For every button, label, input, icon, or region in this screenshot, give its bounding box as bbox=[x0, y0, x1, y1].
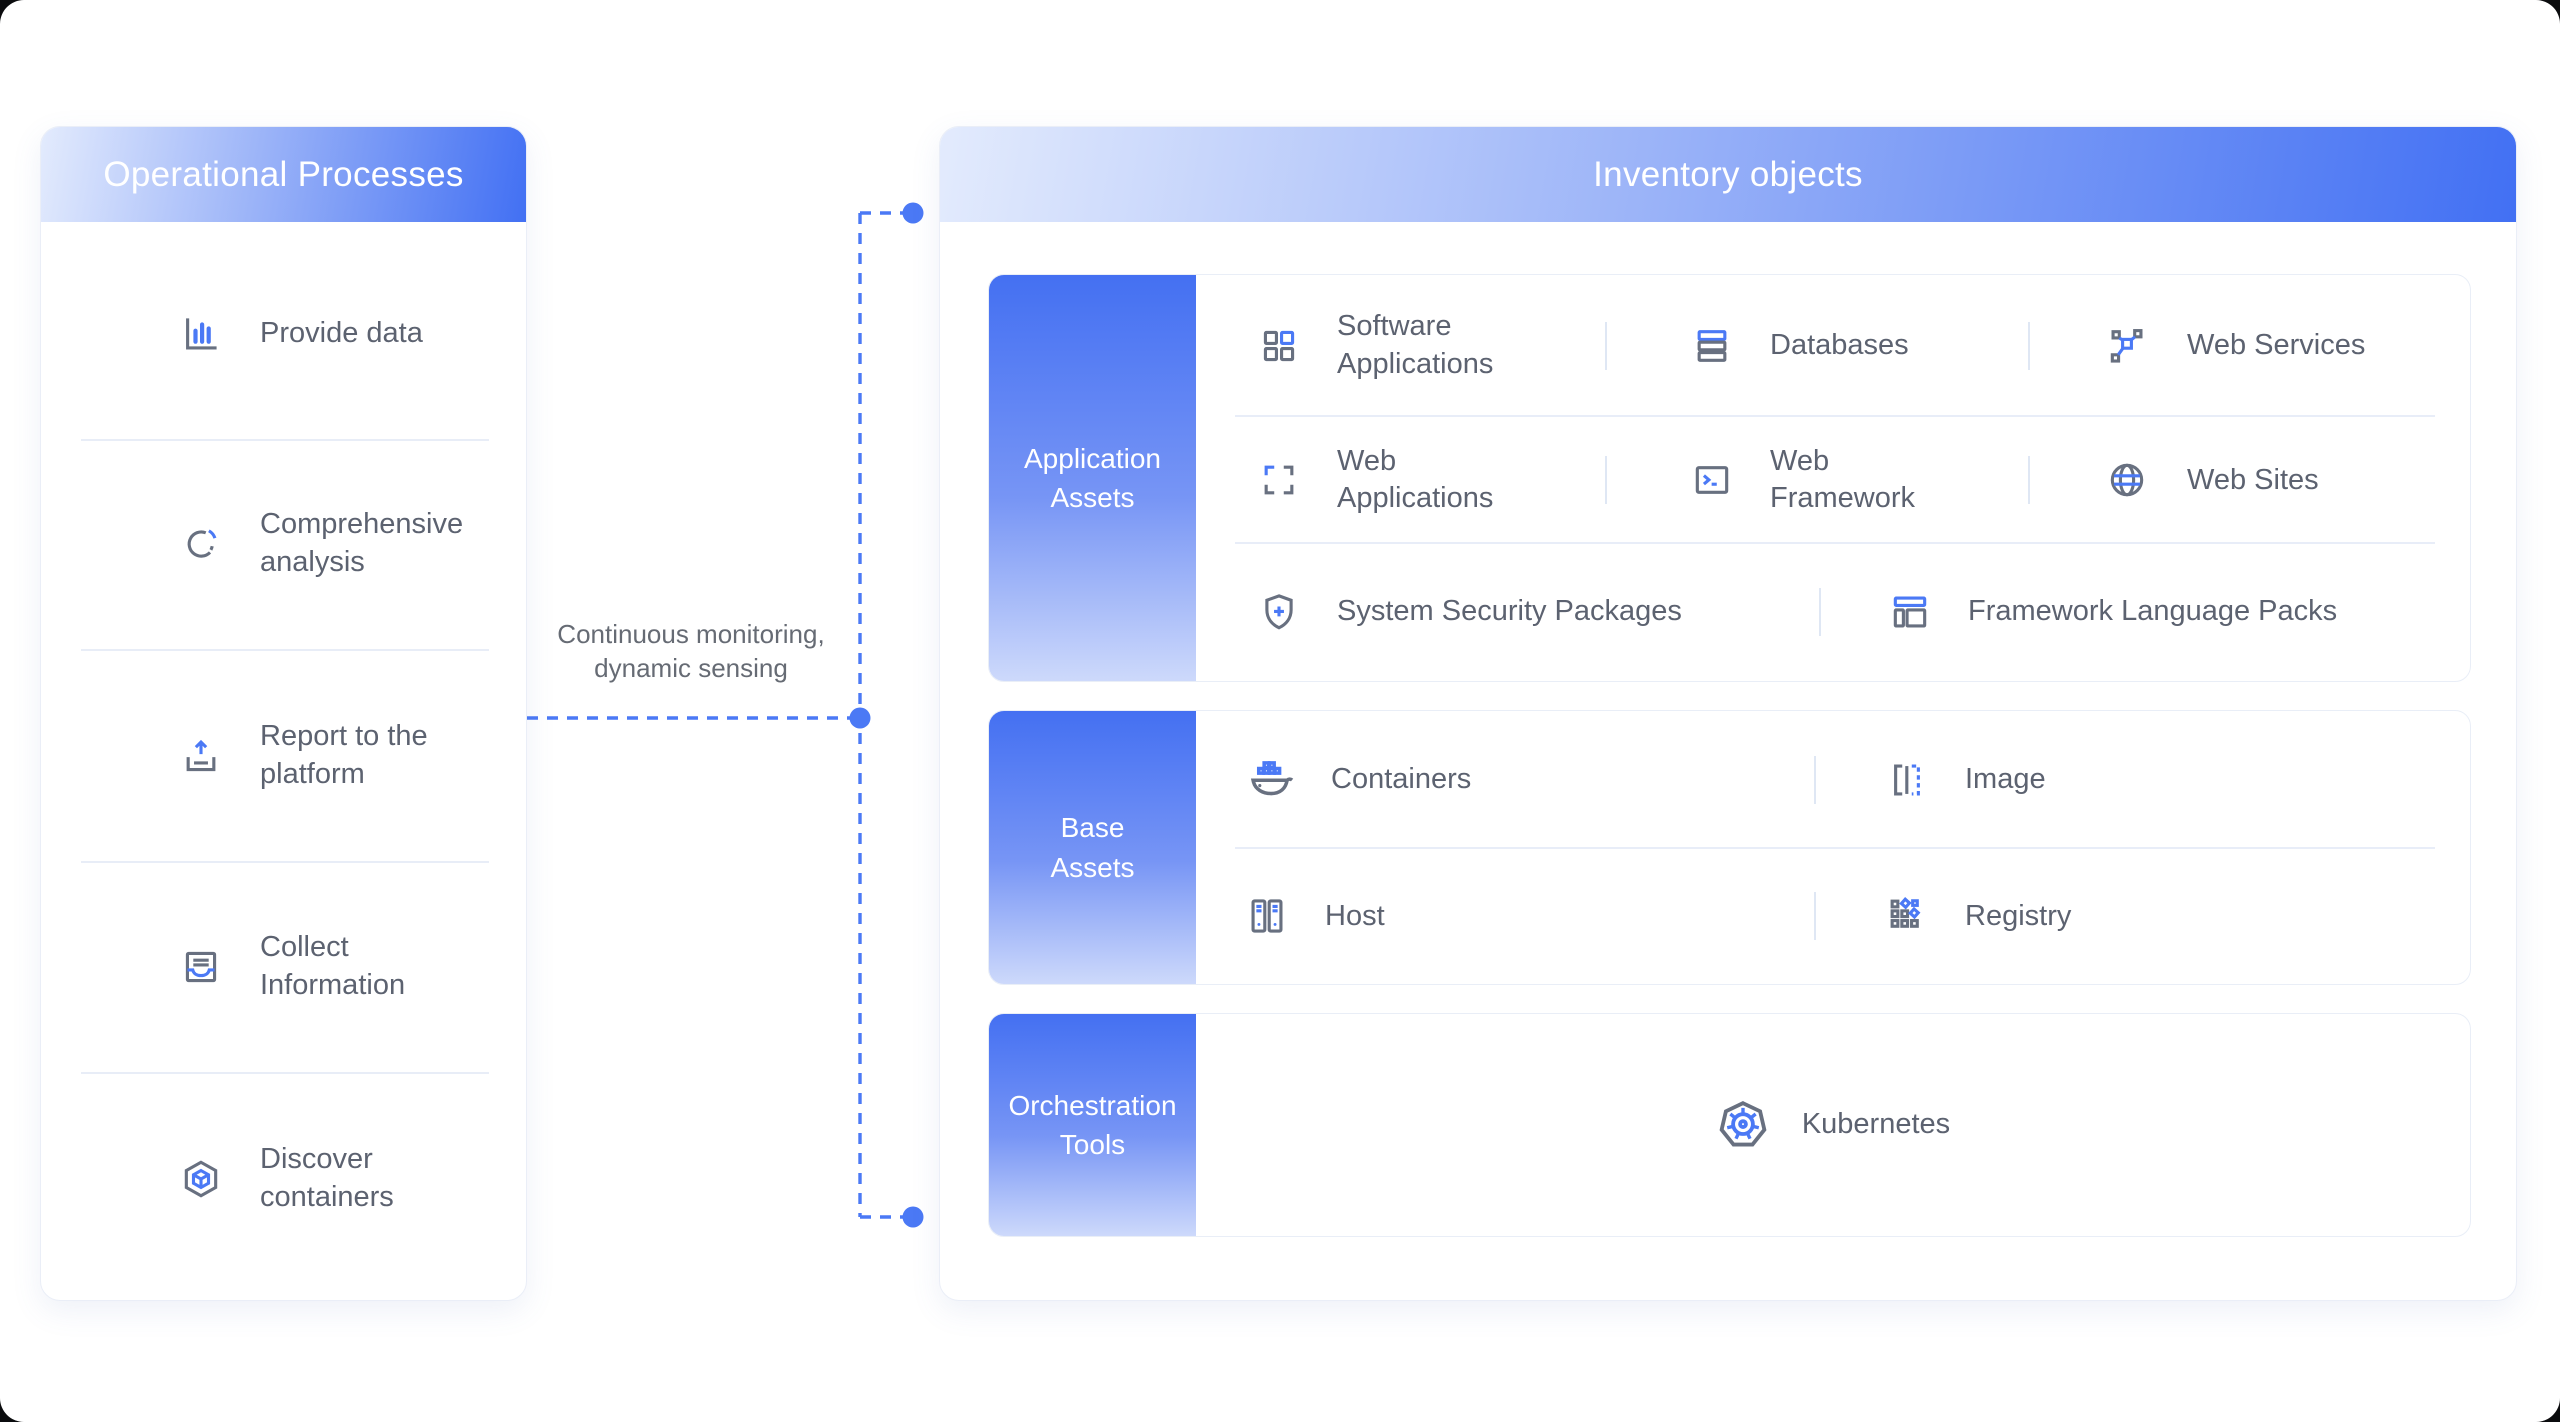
divider bbox=[1814, 892, 1816, 941]
divider bbox=[81, 1072, 489, 1074]
section-label-application-assets: Application Assets bbox=[989, 275, 1196, 681]
item-report-to-platform: Report to the platform bbox=[179, 714, 428, 798]
inventory-objects-header: Inventory objects bbox=[940, 127, 2516, 222]
divider bbox=[1605, 456, 1607, 505]
section-base-assets: Base Assets bbox=[988, 710, 2471, 985]
divider bbox=[1235, 415, 2435, 418]
cell-label: Software Applications bbox=[1337, 310, 1494, 381]
item-discover-containers: Discover containers bbox=[179, 1137, 394, 1221]
server-towers-icon bbox=[1251, 899, 1283, 934]
cell-label: Host bbox=[1325, 899, 1385, 932]
divider bbox=[1819, 588, 1821, 637]
cell-label: Kubernetes bbox=[1801, 1108, 1951, 1141]
item-collect-information: Collect Information bbox=[179, 925, 405, 1009]
cell-framework-language-packs: Framework Language Packs bbox=[1819, 544, 2470, 681]
cell-web-sites: Web Sites bbox=[2028, 417, 2470, 543]
cell-kubernetes: Kubernetes bbox=[1196, 1014, 2470, 1236]
network-nodes-icon bbox=[2110, 329, 2143, 363]
cell-label: Containers bbox=[1331, 763, 1472, 796]
cell-label: Web Services bbox=[2187, 329, 2366, 362]
panel-title: Inventory objects bbox=[1593, 154, 1863, 194]
divider bbox=[81, 649, 489, 651]
section-label-base-assets: Base Assets bbox=[989, 711, 1196, 984]
divider bbox=[81, 439, 489, 441]
divider bbox=[1814, 755, 1816, 804]
pie-chart-icon bbox=[187, 529, 217, 558]
docker-whale-icon bbox=[1250, 761, 1294, 796]
inbox-icon bbox=[185, 951, 217, 983]
cell-web-services: Web Services bbox=[2028, 275, 2470, 417]
panel-title: Operational Processes bbox=[103, 154, 464, 194]
section-application-assets: Application Assets Software Applications bbox=[988, 274, 2471, 682]
inventory-objects-panel: Inventory objects Application Assets Sof… bbox=[939, 126, 2517, 1301]
operational-processes-panel: Operational Processes Provide data Compr… bbox=[40, 126, 527, 1301]
divider bbox=[1605, 322, 1607, 371]
divider bbox=[1235, 541, 2435, 544]
cell-system-security-packages: System Security Packages bbox=[1196, 544, 1819, 681]
globe-icon bbox=[2110, 464, 2144, 497]
bar-chart-icon bbox=[186, 318, 217, 350]
divider bbox=[1235, 846, 2435, 849]
cell-registry: Registry bbox=[1814, 849, 2470, 984]
registry-grid-icon bbox=[1890, 897, 1921, 929]
item-label: Discover containers bbox=[260, 1143, 394, 1213]
shield-plus-icon bbox=[1265, 594, 1293, 630]
item-label: Collect Information bbox=[260, 931, 406, 1001]
kubernetes-helm-icon bbox=[1719, 1101, 1767, 1147]
cell-label: System Security Packages bbox=[1337, 595, 1682, 628]
divider bbox=[2028, 456, 2030, 505]
cell-label: Registry bbox=[1965, 899, 2072, 932]
cell-databases: Databases bbox=[1605, 275, 2028, 417]
section-label-orchestration-tools: Orchestration Tools bbox=[989, 1014, 1196, 1236]
cell-label: Web Framework bbox=[1770, 444, 1916, 515]
cell-label: Web Applications bbox=[1337, 444, 1494, 515]
divider bbox=[81, 861, 489, 863]
cell-web-applications: Web Applications bbox=[1196, 417, 1605, 543]
cell-software-applications: Software Applications bbox=[1196, 275, 1605, 417]
cell-label: Databases bbox=[1770, 329, 1909, 362]
cell-label: Web Sites bbox=[2187, 463, 2319, 496]
layout-panels-icon bbox=[1893, 596, 1927, 628]
divider bbox=[2028, 322, 2030, 371]
connector-label: Continuous monitoring, dynamic sensing bbox=[557, 619, 825, 683]
app-grid-icon bbox=[1263, 331, 1295, 362]
database-icon bbox=[1697, 330, 1727, 362]
terminal-icon bbox=[1695, 466, 1729, 495]
cell-image: Image bbox=[1814, 711, 2470, 849]
item-label: Report to the platform bbox=[260, 720, 428, 790]
scan-frame-icon bbox=[1264, 466, 1294, 495]
cell-label: Image bbox=[1965, 763, 2046, 796]
image-brackets-icon bbox=[1894, 764, 1920, 796]
cube-hexagon-icon bbox=[184, 1160, 218, 1198]
item-comprehensive-analysis: Comprehensive analysis bbox=[179, 502, 463, 586]
section-orchestration-tools: Orchestration Tools Kubernetes bbox=[988, 1013, 2471, 1237]
item-label: Comprehensive analysis bbox=[260, 508, 464, 578]
cell-containers: Containers bbox=[1196, 711, 1814, 849]
cell-web-framework: Web Framework bbox=[1605, 417, 2028, 543]
cell-label: Framework Language Packs bbox=[1968, 595, 2338, 628]
cell-host: Host bbox=[1196, 849, 1814, 984]
item-provide-data: Provide data bbox=[179, 292, 423, 376]
item-label: Provide data bbox=[260, 317, 423, 350]
upload-icon bbox=[186, 739, 216, 772]
operational-processes-header: Operational Processes bbox=[41, 127, 526, 222]
